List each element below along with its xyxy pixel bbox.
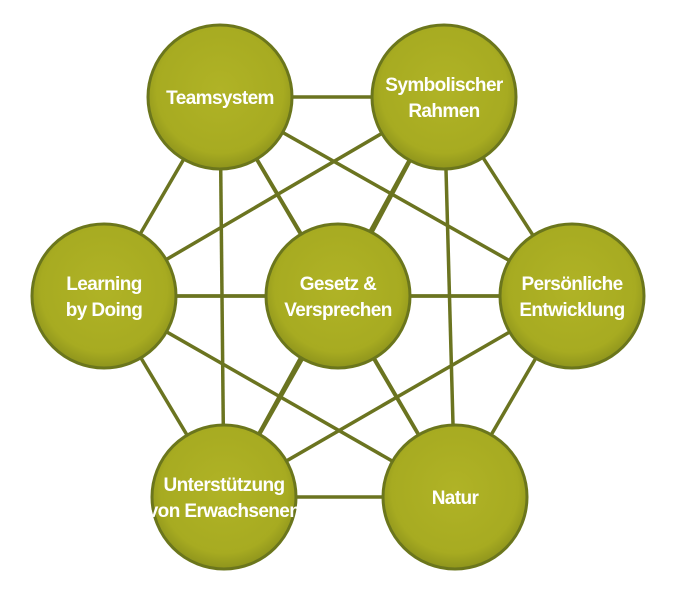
- node-circle: [146, 23, 294, 171]
- node-label: Rahmen: [408, 101, 479, 122]
- node-unterstuetzung: Unterstützung von Erwachsenen: [148, 423, 301, 571]
- node-circle: [30, 222, 178, 370]
- node-circle: [150, 423, 298, 571]
- node-label: Natur: [432, 488, 480, 509]
- node-label: Unterstützung: [164, 475, 285, 496]
- node-label: Entwicklung: [519, 300, 624, 321]
- node-label: Symbolischer: [385, 75, 504, 96]
- node-learning-by-doing: Learning by Doing: [30, 222, 178, 370]
- node-label: Learning: [66, 274, 141, 295]
- node-natur: Natur: [381, 423, 529, 571]
- node-gesetz-versprechen: Gesetz & Versprechen: [264, 222, 412, 370]
- node-label: by Doing: [66, 300, 142, 321]
- node-circle: [264, 222, 412, 370]
- node-label: Gesetz &: [300, 274, 377, 295]
- node-teamsystem: Teamsystem: [146, 23, 294, 171]
- node-label: von Erwachsenen: [148, 501, 301, 522]
- node-circle: [498, 222, 646, 370]
- node-label: Persönliche: [521, 274, 622, 295]
- node-circle: [381, 423, 529, 571]
- node-label: Teamsystem: [166, 88, 274, 109]
- node-label: Versprechen: [284, 300, 391, 321]
- node-circle: [370, 23, 518, 171]
